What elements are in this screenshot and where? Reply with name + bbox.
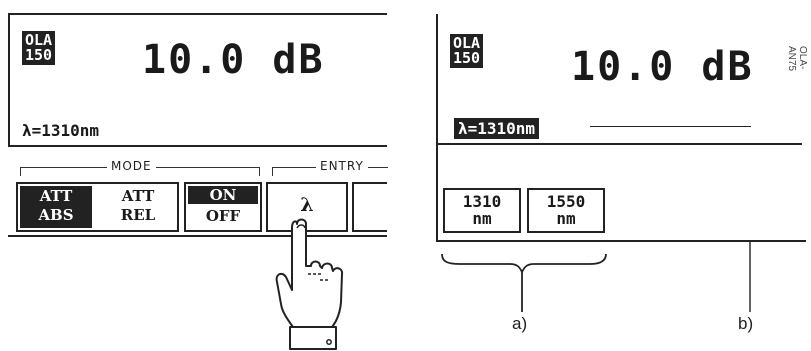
callout-b-leader xyxy=(590,126,751,127)
wavelength-key-1310-unit: nm xyxy=(445,210,519,227)
wavelength-key-1310-value: 1310 xyxy=(445,193,519,210)
att-rel-top-label: ATT xyxy=(102,189,174,204)
callout-b-label: b) xyxy=(738,314,753,334)
off-label: OFF xyxy=(188,209,258,224)
wavelength-key-1550-unit: nm xyxy=(529,210,603,227)
on-label: ON xyxy=(188,186,258,204)
wavelength-key-1550-value: 1550 xyxy=(529,193,603,210)
power-reading: 10.0 dB xyxy=(142,37,325,83)
att-abs-top-label: ATT xyxy=(20,189,92,204)
att-rel-bottom-label: REL xyxy=(102,208,174,223)
wavelength-key-1310[interactable]: 1310 nm xyxy=(443,188,521,233)
figure-code: OLA-AN75 xyxy=(786,46,808,71)
on-off-key[interactable]: ON OFF xyxy=(184,182,262,232)
wavelength-readout-highlighted: λ=1310nm xyxy=(454,118,539,139)
mode-label: MODE xyxy=(107,159,156,173)
callout-a-label: a) xyxy=(512,314,527,334)
ola-badge: OLA 150 xyxy=(22,31,55,65)
power-reading-right: 10.0 dB xyxy=(571,44,754,90)
att-mode-key[interactable]: ATT ABS ATT REL xyxy=(16,182,179,232)
pointing-hand-icon xyxy=(262,210,362,351)
wavelength-readout: λ=1310nm xyxy=(22,121,99,140)
wavelength-key-1550[interactable]: 1550 nm xyxy=(527,188,605,233)
callout-lines xyxy=(430,240,811,351)
right-panel-left-edge xyxy=(436,145,438,242)
att-abs-bottom-label: ABS xyxy=(20,208,92,223)
ola-badge-right: OLA 150 xyxy=(450,34,483,68)
left-display-screen: OLA 150 10.0 dB λ=1310nm xyxy=(8,13,387,147)
entry-label: ENTRY xyxy=(316,159,368,173)
